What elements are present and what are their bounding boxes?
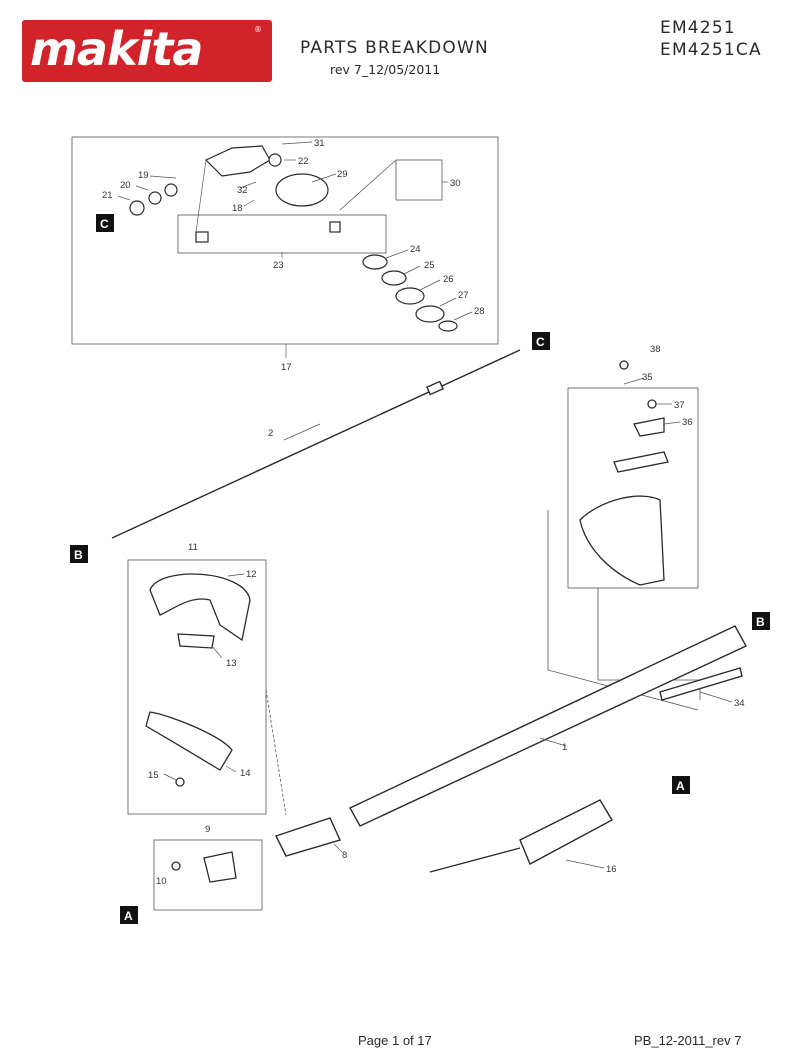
label-34 [659, 667, 743, 701]
washer-21 [129, 200, 145, 216]
part-label-8: 8 [342, 850, 347, 861]
part-label-29: 29 [337, 169, 348, 180]
nut-28 [438, 320, 458, 332]
sub-assembly-box-23 [177, 214, 387, 254]
reference-mark-c-right: C [532, 332, 550, 350]
part-label-10: 10 [156, 876, 167, 887]
part-label-17: 17 [281, 362, 292, 373]
svg-text:C: C [100, 217, 109, 231]
bolt-23a [195, 231, 209, 243]
bolt-38 [619, 360, 629, 370]
svg-text:B: B [756, 615, 765, 629]
document-code: PB_12-2011_rev 7 [634, 1033, 742, 1048]
svg-text:C: C [536, 335, 545, 349]
screw-15 [175, 777, 185, 787]
reference-mark-c-left: C [96, 214, 114, 232]
part-label-35: 35 [642, 372, 653, 383]
svg-text:®: ® [254, 25, 262, 34]
washer-26 [395, 287, 425, 305]
throttle-housing-16 [519, 799, 613, 865]
part-label-36: 36 [682, 417, 693, 428]
part-label-31: 31 [314, 138, 325, 149]
part-label-34: 34 [734, 698, 745, 709]
brand-name: makita [30, 22, 203, 76]
part-label-18: 18 [232, 203, 243, 214]
guard-leader-lines [547, 510, 699, 711]
drive-shaft-2 [111, 349, 521, 539]
part-label-25: 25 [424, 260, 435, 271]
bolt-10 [171, 861, 181, 871]
gear-head-box [71, 136, 499, 345]
part-label-13: 13 [226, 658, 237, 669]
makita-logo: ® makita [22, 20, 272, 82]
part-label-32: 32 [237, 185, 248, 196]
clamp-13 [177, 633, 215, 649]
part-label-21: 21 [102, 190, 113, 201]
part-label-26: 26 [443, 274, 454, 285]
model-number-1: EM4251 [660, 18, 736, 38]
model-number-2: EM4251CA [660, 40, 762, 60]
washer-24 [362, 254, 388, 270]
part-label-30: 30 [450, 178, 461, 189]
shield-29 [275, 173, 329, 207]
page-title: PARTS BREAKDOWN [300, 38, 489, 58]
spindle-23b [329, 221, 341, 233]
reference-mark-a-lower: A [120, 906, 138, 924]
page-number: Page 1 of 17 [358, 1033, 432, 1048]
part-label-38: 38 [650, 344, 661, 355]
bearing-19 [164, 183, 178, 197]
part-label-1: 1 [562, 742, 567, 753]
main-pipe-1 [349, 625, 747, 827]
handle-box [127, 559, 267, 815]
throttle-cable [429, 847, 521, 873]
handle-bracket-14 [145, 711, 233, 771]
cover-27 [415, 305, 445, 323]
reference-mark-b-left: B [70, 545, 88, 563]
part-label-12: 12 [246, 569, 257, 580]
part-label-16: 16 [606, 864, 617, 875]
bolt-kit-box [395, 159, 443, 201]
part-label-2: 2 [268, 428, 273, 439]
part-label-37: 37 [674, 400, 685, 411]
part-label-14: 14 [240, 768, 251, 779]
reference-mark-a-upper: A [672, 776, 690, 794]
shaft-bushing [426, 380, 444, 396]
part-label-24: 24 [410, 244, 421, 255]
guard [579, 495, 665, 586]
gear-case [204, 145, 271, 177]
bracket-36 [633, 417, 665, 437]
grip-8 [275, 817, 341, 857]
clamp-9 [203, 851, 237, 883]
svg-text:A: A [124, 909, 133, 923]
reference-mark-b-right: B [752, 612, 770, 630]
part-label-11: 11 [188, 542, 198, 553]
part-label-28: 28 [474, 306, 485, 317]
logo-background: ® [22, 20, 272, 82]
guard-box [567, 387, 699, 589]
part-label-19: 19 [138, 170, 149, 181]
seal-22 [268, 153, 282, 167]
part-label-20: 20 [120, 180, 131, 191]
svg-text:A: A [676, 779, 685, 793]
clamp-box [153, 839, 263, 911]
ring-20 [148, 191, 162, 205]
part-label-27: 27 [458, 290, 469, 301]
part-label-9: 9 [205, 824, 210, 835]
part-label-15: 15 [148, 770, 159, 781]
svg-text:B: B [74, 548, 83, 562]
revision-label: rev 7_12/05/2011 [330, 62, 441, 77]
part-label-22: 22 [298, 156, 309, 167]
ring-25 [381, 270, 407, 286]
guard-mount-rod [613, 451, 669, 473]
part-label-23: 23 [273, 260, 284, 271]
handle-12 [149, 573, 251, 642]
nut-37 [647, 399, 657, 409]
